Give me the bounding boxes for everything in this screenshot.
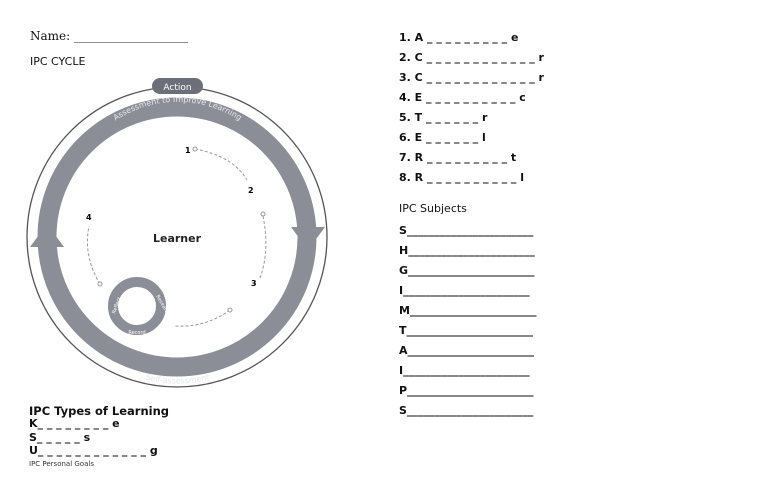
action-badge-label: Action — [163, 83, 191, 93]
subject-item-8: I_______________________ — [399, 364, 530, 377]
mini-cycle-ring — [108, 277, 166, 335]
puzzle-item-5: 5. T _ _ _ _ _ _ r — [399, 111, 488, 124]
puzzle-item-8: 8. R _ _ _ _ _ _ _ _ _ _ l — [399, 171, 525, 184]
ipc-subjects-title: IPC Subjects — [399, 202, 467, 215]
subject-item-4: I_______________________ — [399, 284, 530, 297]
subject-item-1: S_______________________ — [399, 224, 534, 237]
types-of-learning-title: IPC Types of Learning — [29, 404, 170, 418]
step-number-1: 1 — [185, 146, 191, 155]
action-badge — [152, 78, 203, 94]
step-dot-4 — [97, 281, 103, 287]
step-number-2: 2 — [248, 186, 254, 195]
step-number-3: 3 — [251, 279, 257, 288]
ipc-subjects-list: S_______________________ H______________… — [399, 221, 536, 421]
right-arrow — [291, 227, 325, 250]
cycle-arc-bottom-label: Self-assessment — [145, 373, 210, 386]
subject-item-3: G_______________________ — [399, 264, 535, 277]
puzzle-item-4: 4. E _ _ _ _ _ _ _ _ _ _ c — [399, 91, 526, 104]
puzzle-item-3: 3. C _ _ _ _ _ _ _ _ _ _ _ _ r — [399, 71, 544, 84]
types-of-learning-list: K_ _ _ _ _ _ _ _ e S_ _ _ _ _ s U_ _ _ _… — [29, 417, 158, 458]
types-item-3: U_ _ _ _ _ _ _ _ _ _ _ _ g — [29, 444, 158, 457]
step-dot-2 — [260, 211, 266, 217]
mini-cycle-record: Record — [128, 330, 145, 336]
step-path-2-3 — [259, 215, 267, 279]
step-path-3-mini — [174, 309, 231, 327]
step-dot-3 — [227, 307, 233, 313]
word-puzzle-list: 1. A _ _ _ _ _ _ _ _ _ e 2. C _ _ _ _ _ … — [399, 28, 544, 188]
mini-cycle-reflect: Reflect — [111, 296, 123, 314]
ipc-cycle-title: IPC CYCLE — [30, 55, 86, 68]
puzzle-item-2: 2. C _ _ _ _ _ _ _ _ _ _ _ _ r — [399, 51, 544, 64]
step-number-4: 4 — [86, 213, 92, 222]
puzzle-item-6: 6. E _ _ _ _ _ _ l — [399, 131, 486, 144]
step-dot-1 — [192, 146, 198, 152]
subject-item-5: M_______________________ — [399, 304, 537, 317]
subject-item-2: H_______________________ — [399, 244, 535, 257]
subject-item-9: P_______________________ — [399, 384, 534, 397]
subject-item-10: S_______________________ — [399, 404, 534, 417]
learner-label: Learner — [153, 232, 202, 245]
step-path-1-2 — [194, 148, 248, 181]
subject-item-7: A_______________________ — [399, 344, 535, 357]
name-field-line: Name: ___________________ — [30, 29, 188, 43]
step-path-4-mini — [86, 225, 101, 285]
subject-item-6: T_______________________ — [399, 324, 534, 337]
types-item-2: S_ _ _ _ _ s — [29, 430, 91, 444]
personal-goals-label: IPC Personal Goals — [29, 460, 94, 468]
puzzle-item-1: 1. A _ _ _ _ _ _ _ _ _ e — [399, 31, 519, 44]
ipc-cycle-diagram: Assessment to Improve Learning Self-asse… — [26, 78, 328, 388]
puzzle-item-7: 7. R _ _ _ _ _ _ _ _ _ t — [399, 151, 517, 164]
types-item-1: K_ _ _ _ _ _ _ _ e — [29, 417, 120, 430]
left-arrow — [30, 224, 64, 247]
